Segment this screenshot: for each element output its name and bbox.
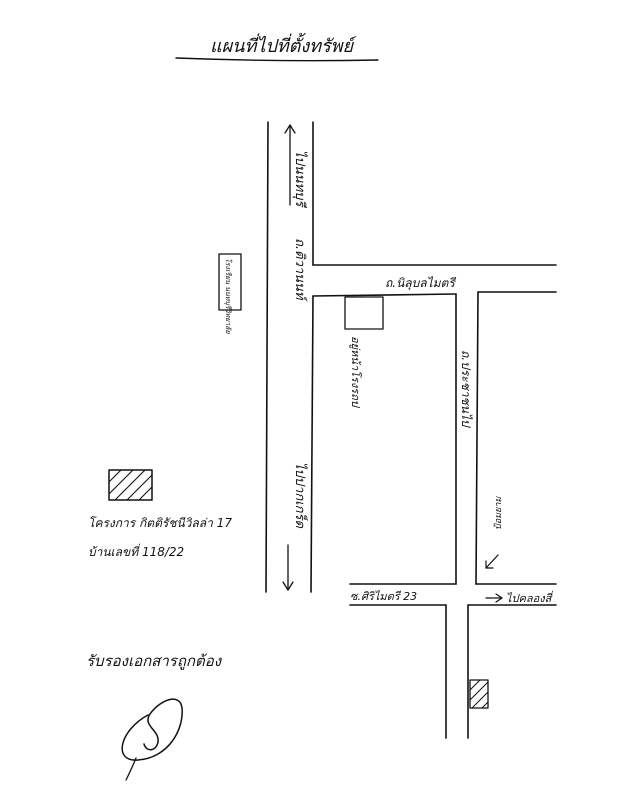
- hatched-building-small: [469, 679, 489, 709]
- south-arrow-icon: [282, 544, 294, 591]
- guard-label: ป้อมยาม: [493, 496, 504, 530]
- main-road-left-edge: [265, 121, 269, 593]
- map-title: แผนที่ไปที่ตั้งทรัพย์: [210, 32, 357, 57]
- north-arrow-icon: [284, 124, 296, 206]
- guard-pointer-icon: [485, 554, 499, 569]
- to-east-label: ไปคลองสี่: [506, 590, 554, 605]
- signature-icon: [121, 698, 183, 781]
- main-road-label: ถ.ติวานนท์: [292, 238, 308, 302]
- village-box: [344, 296, 384, 330]
- village-arrow-label: อยู่หน้าโรงรถป: [349, 336, 362, 409]
- project-hatched-box: [108, 469, 153, 501]
- to-north-label: ไปนนทบุรี: [292, 150, 308, 208]
- title-underline: [175, 57, 379, 62]
- right-road-right-edge-upper: [475, 291, 479, 585]
- main-road-right-edge-lower: [310, 295, 314, 593]
- project-name-label: โครงการ กิตติรัชนีวิลล่า 17: [88, 516, 232, 530]
- project-address-label: บ้านเลขที่ 118/22: [88, 543, 184, 559]
- right-road-label: ถ.ประชาชนไป: [459, 350, 473, 429]
- soi-label: ซ.ศิริไมตรี 23: [350, 590, 417, 603]
- top-road-lower-edge-left: [312, 293, 457, 297]
- east-arrow-icon: [485, 593, 503, 603]
- certification-text: รับรองเอกสารถูกต้อง: [86, 652, 223, 670]
- top-road-label: ถ.นิลุบลไมตรี: [385, 276, 457, 291]
- school-box: [218, 253, 242, 311]
- school-label: โรงเรียน นนทบุรีวิทยาลัย: [224, 258, 233, 334]
- to-south-label: ไปปากเกร็ด: [292, 462, 309, 529]
